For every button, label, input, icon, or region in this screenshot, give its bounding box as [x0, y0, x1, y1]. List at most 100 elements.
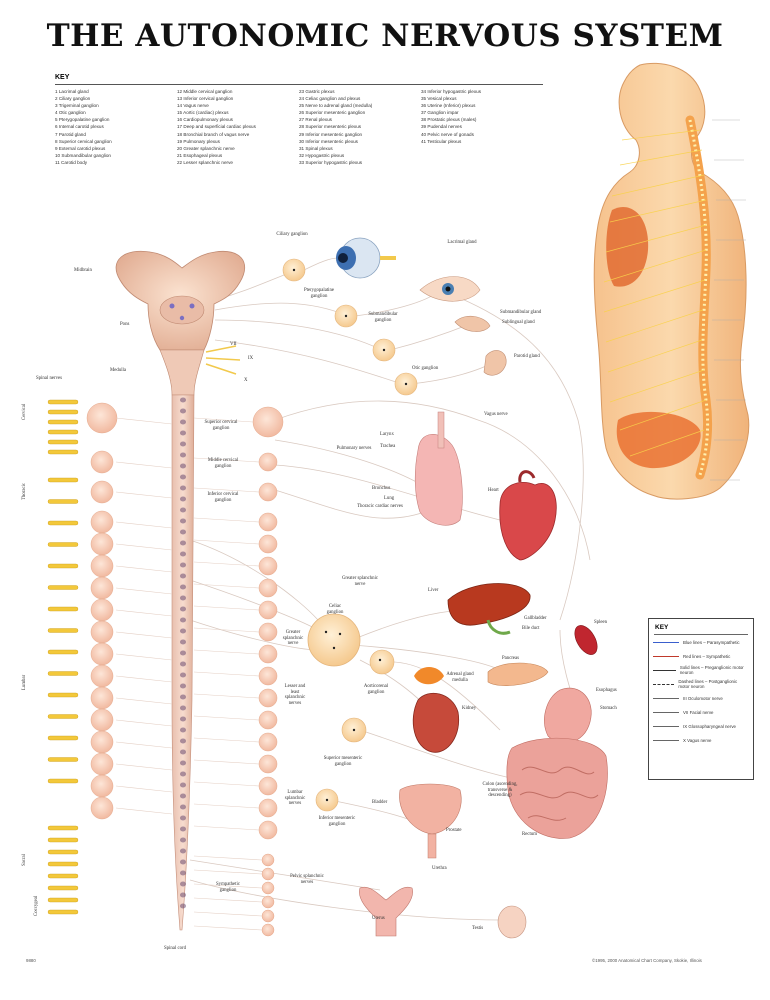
key-item: 24 Celiac ganglion and plexus — [299, 96, 361, 102]
testis — [497, 905, 527, 939]
label-pons: Pons — [120, 322, 130, 327]
chain-ganglion — [258, 776, 278, 796]
spinal-segment-marker — [180, 650, 186, 656]
key-heading: KEY — [55, 74, 70, 81]
key-item: 38 Prostatic plexus (males) — [421, 117, 477, 123]
spleen — [574, 625, 598, 655]
spinal-segment-marker — [180, 430, 186, 436]
key-item: 1 Lacrimal gland — [55, 89, 89, 94]
spinal-segment-marker — [180, 463, 186, 469]
chain-ganglion — [258, 578, 278, 598]
abdomen-organs — [616, 411, 701, 469]
spinal-segment-node — [90, 450, 114, 474]
communicating-ramus — [193, 759, 260, 765]
liver — [447, 583, 531, 635]
spinal-cord — [171, 394, 195, 931]
legend-line-swatch — [653, 697, 679, 699]
label-lesser-splanchnic: Lesser and least splanchnic nerves — [284, 684, 306, 706]
label-larynx: Larynx — [380, 432, 394, 437]
spinal-nerve-bar — [47, 499, 79, 504]
label-greater-splanchnic: Greater splanchnic nerve — [282, 630, 304, 647]
brain — [115, 250, 245, 396]
legend-label: X Vagus nerve — [683, 737, 712, 743]
key-item: 25 Nerve to adrenal gland (medulla) — [299, 103, 373, 109]
label-VII: VII — [230, 342, 237, 347]
chain-ganglion — [261, 881, 275, 895]
legend-label: IX Glossopharyngeal nerve — [683, 723, 736, 729]
spinal-segment-node — [90, 730, 114, 754]
spinal-segment-marker — [180, 837, 186, 843]
spinal-segment-marker — [180, 782, 186, 788]
key-item: 26 Superior mesenteric ganglion — [299, 110, 366, 116]
key-item: 7 Parotid gland — [55, 131, 86, 137]
label-pancreas: Pancreas — [502, 656, 520, 661]
spinal-segment-node — [90, 576, 114, 600]
spinal-segment-marker — [180, 617, 186, 623]
label-kidney: Kidney — [462, 706, 477, 711]
spinal-segment-marker — [180, 452, 186, 458]
heart — [499, 470, 557, 561]
pancreas — [487, 662, 549, 686]
spinal-segment-marker — [180, 771, 186, 777]
key-item: 5 Pterygopalatine ganglion — [55, 117, 110, 123]
communicating-ramus — [193, 869, 263, 875]
key-item: 9 External carotid plexus — [55, 145, 106, 151]
key-divider — [55, 84, 543, 85]
label-urethra: Urethra — [432, 866, 447, 871]
label-bladder: Bladder — [372, 800, 388, 805]
key-item: 15 Aortic (cardiac) plexus — [177, 110, 229, 116]
label-celiac: Celiac ganglion — [326, 604, 344, 615]
communicating-ramus — [193, 883, 263, 889]
chain-ganglion — [258, 452, 278, 472]
spinal-nerve-bar — [47, 429, 79, 435]
key-item: 23 Gastric plexus — [299, 89, 335, 94]
chain-ganglion — [261, 895, 275, 909]
communicating-ramus — [193, 583, 260, 589]
label-adrenal: Adrenal gland medulla — [446, 672, 474, 683]
eye — [336, 237, 396, 279]
spinal-nerve-line — [115, 807, 173, 815]
key-item: 30 Inferior mesenteric plexus — [299, 138, 358, 144]
label-spleen: Spleen — [594, 620, 608, 625]
communicating-ramus — [193, 897, 263, 903]
spinal-segment-marker — [180, 870, 186, 876]
legend-row: X Vagus nerve — [649, 733, 753, 747]
label-colon: Colon (ascending, transverse & descendin… — [482, 782, 518, 799]
key-item: 28 Superior mesenteric plexus — [299, 124, 362, 130]
chain-ganglion — [258, 688, 278, 708]
spinal-nerve-bar — [47, 909, 79, 915]
chain-ganglion — [258, 754, 278, 774]
spinal-nerve-bar — [47, 825, 79, 831]
key-item: 11 Carotid body — [55, 159, 88, 165]
chain-ganglion — [258, 666, 278, 686]
key-item: 8 Superior cervical ganglion — [55, 138, 112, 144]
label-testis: Testis — [472, 926, 484, 931]
communicating-ramus — [193, 803, 260, 809]
spinal-nerve-bar — [47, 409, 79, 415]
spinal-nerve-line — [115, 697, 173, 705]
chain-ganglion — [258, 512, 278, 532]
spinal-segment-marker — [180, 661, 186, 667]
label-IX: IX — [248, 356, 254, 361]
spinal-segment-marker — [180, 408, 186, 414]
spinal-nerve-line — [115, 417, 173, 425]
label-inf-mesenteric: Inferior mesenteric ganglion — [318, 816, 356, 827]
legend-row: Red lines – Sympathetic — [649, 649, 753, 663]
label-medulla: Medulla — [110, 368, 126, 373]
spinal-segment-marker — [180, 815, 186, 821]
communicating-ramus — [193, 925, 263, 931]
label-thoracic: Thoracic — [22, 482, 27, 500]
spinal-segment-marker — [180, 760, 186, 766]
spinal-segment-marker — [180, 518, 186, 524]
spinal-nerve-bar — [47, 778, 79, 784]
spinal-nerve-bar — [47, 757, 79, 762]
spinal-segment-marker — [180, 881, 186, 887]
legend-row: VII Facial nerve — [649, 705, 753, 719]
chain-ganglion — [261, 909, 275, 923]
spinal-segment-marker — [180, 727, 186, 733]
label-superior-cervical: Superior cervical ganglion — [204, 420, 238, 431]
label-gallbladder: Gallbladder — [524, 616, 547, 621]
